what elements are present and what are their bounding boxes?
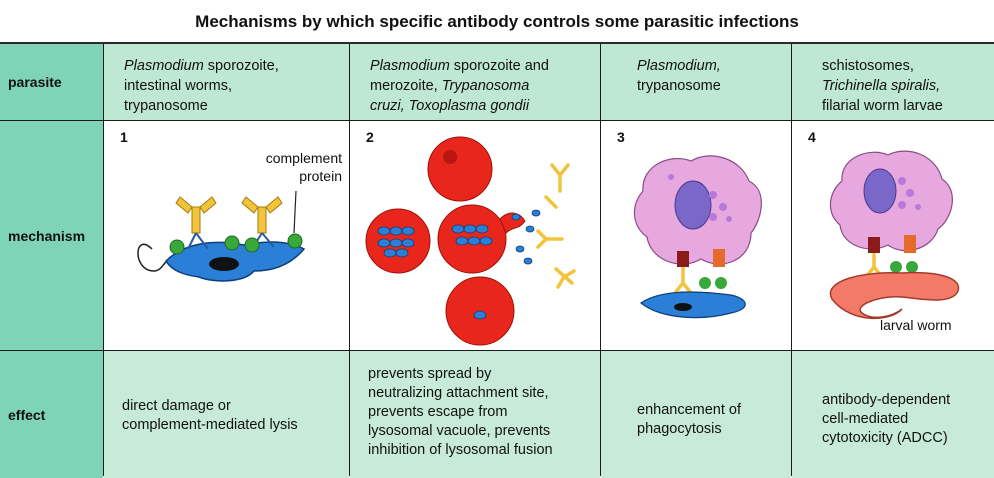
mechanisms-table: parasite Plasmodium sporozoite, intestin… bbox=[0, 44, 994, 478]
parasite-text-3: Plasmodium, trypanosome bbox=[637, 56, 783, 96]
parasite-text-4: schistosomes, Trichinella spiralis, fila… bbox=[822, 56, 990, 116]
effect-2-line-4: lysosomal vacuole, prevents bbox=[368, 423, 551, 439]
mechanism-number-3: 3 bbox=[617, 129, 625, 145]
parasite-4-line-1: schistosomes, bbox=[822, 58, 914, 74]
parasite-3-line-2: trypanosome bbox=[637, 78, 721, 94]
neutralizing-antibodies bbox=[536, 163, 576, 289]
fc-receptor-left-4 bbox=[868, 237, 880, 253]
effect-2-line-1: prevents spread by bbox=[368, 366, 492, 382]
row-label-parasite: parasite bbox=[0, 44, 103, 120]
effect-cell-3: enhancement of phagocytosis bbox=[601, 351, 791, 478]
parasite-nucleus-3 bbox=[674, 303, 692, 311]
phagocyte-nucleus bbox=[674, 180, 712, 230]
complement-proteins bbox=[169, 233, 303, 255]
parasite-cell-1: Plasmodium sporozoite, intestinal worms,… bbox=[104, 44, 349, 120]
complement-4b bbox=[906, 261, 918, 273]
complement-c3b-2 bbox=[715, 277, 727, 289]
label-pointer-line bbox=[293, 190, 297, 234]
mechanism-3-illustration bbox=[633, 155, 762, 319]
fc-receptor-right-4 bbox=[904, 235, 916, 253]
fc-receptor-right bbox=[713, 249, 725, 267]
effect-4-line-1: antibody-dependent bbox=[822, 392, 951, 408]
mechanism-number-2: 2 bbox=[366, 129, 374, 145]
effect-4-line-3: cytotoxicity (ADCC) bbox=[822, 430, 948, 446]
effect-cell-1: direct damage or complement-mediated lys… bbox=[104, 351, 349, 478]
effector-nucleus bbox=[863, 168, 897, 214]
larval-worm-label: larval worm bbox=[880, 317, 952, 333]
effect-text-2: prevents spread by neutralizing attachme… bbox=[368, 365, 592, 460]
effect-text-4: antibody-dependent cell-mediated cytotox… bbox=[822, 391, 990, 448]
effect-2-line-2: neutralizing attachment site, bbox=[368, 385, 549, 401]
parasite-cell-4: schistosomes, Trichinella spiralis, fila… bbox=[792, 44, 994, 120]
complement-protein-label: complement protein bbox=[265, 150, 342, 184]
mechanism-4-illustration bbox=[829, 150, 960, 319]
effect-2-line-5: inhibition of lysosomal fusion bbox=[368, 442, 553, 458]
parasite-2-line-2-italic: Trypanosoma bbox=[441, 78, 530, 94]
parasite-2-line-1: sporozoite and bbox=[449, 58, 549, 74]
parasite-1-line-3: trypanosome bbox=[124, 98, 208, 114]
mechanism-cell-1: 1 complement protein bbox=[104, 121, 349, 350]
parasite-cell-2: Plasmodium sporozoite and merozoite, Try… bbox=[350, 44, 600, 120]
red-blood-cells bbox=[365, 136, 526, 346]
parasite-text-2: Plasmodium sporozoite and merozoite, Try… bbox=[370, 56, 592, 116]
effect-1-line-1: direct damage or bbox=[122, 398, 231, 414]
parasite-4-line-3: filarial worm larvae bbox=[822, 98, 943, 114]
row-label-mechanism: mechanism bbox=[0, 121, 103, 350]
parasite-nucleus bbox=[209, 257, 239, 271]
fc-receptor-left bbox=[677, 251, 689, 267]
row-label-effect: effect bbox=[0, 351, 103, 478]
effect-cell-2: prevents spread by neutralizing attachme… bbox=[350, 351, 600, 478]
effect-4-line-2: cell-mediated bbox=[822, 411, 909, 427]
mechanism-2-illustration bbox=[365, 136, 576, 346]
opsonized-parasite bbox=[639, 291, 746, 319]
cell-dot bbox=[443, 150, 457, 164]
parasite-1-line-1-italic: Plasmodium bbox=[124, 58, 204, 74]
effect-2-line-3: prevents escape from bbox=[368, 404, 508, 420]
effector-granules bbox=[898, 177, 921, 210]
mechanism-cell-2: 2 bbox=[350, 121, 600, 350]
mechanism-number-4: 4 bbox=[808, 129, 816, 145]
effect-1-line-2: complement-mediated lysis bbox=[122, 417, 298, 433]
parasite-1-line-1: sporozoite, bbox=[203, 58, 279, 74]
effect-text-3: enhancement of phagocytosis bbox=[637, 401, 783, 439]
figure-title: Mechanisms by which specific antibody co… bbox=[0, 0, 994, 44]
released-merozoites bbox=[511, 209, 541, 265]
mechanism-cell-3: 3 bbox=[601, 121, 791, 350]
effect-text-1: direct damage or complement-mediated lys… bbox=[122, 397, 341, 435]
complement-c3b bbox=[699, 277, 711, 289]
effect-3-line-2: phagocytosis bbox=[637, 421, 722, 437]
parasite-2-line-1-italic: Plasmodium bbox=[370, 58, 450, 74]
parasite-1-line-2: intestinal worms, bbox=[124, 78, 232, 94]
phagocyte-granules bbox=[668, 174, 732, 222]
mechanism-1-illustration bbox=[137, 190, 306, 282]
mechanism-cell-4: 4 larval worm bbox=[792, 121, 994, 350]
mechanism-number-1: 1 bbox=[120, 129, 128, 145]
merozoites bbox=[377, 224, 493, 320]
flagellum bbox=[137, 243, 171, 272]
antibodies bbox=[175, 196, 283, 234]
opsonizing-antibody bbox=[673, 267, 693, 295]
parasite-4-line-2-italic: Trichinella spiralis, bbox=[822, 78, 941, 94]
effect-cell-4: antibody-dependent cell-mediated cytotox… bbox=[792, 351, 994, 478]
larval-worm bbox=[829, 271, 960, 319]
parasite-text-1: Plasmodium sporozoite, intestinal worms,… bbox=[124, 56, 341, 116]
effect-3-line-1: enhancement of bbox=[637, 402, 741, 418]
parasite-cell-3: Plasmodium, trypanosome bbox=[601, 44, 791, 120]
parasite-2-line-3-italic: cruzi, Toxoplasma gondii bbox=[370, 98, 530, 114]
parasite-2-line-2: merozoite, bbox=[370, 78, 442, 94]
parasite-3-line-1-italic: Plasmodium, bbox=[637, 58, 721, 74]
complement-4 bbox=[890, 261, 902, 273]
